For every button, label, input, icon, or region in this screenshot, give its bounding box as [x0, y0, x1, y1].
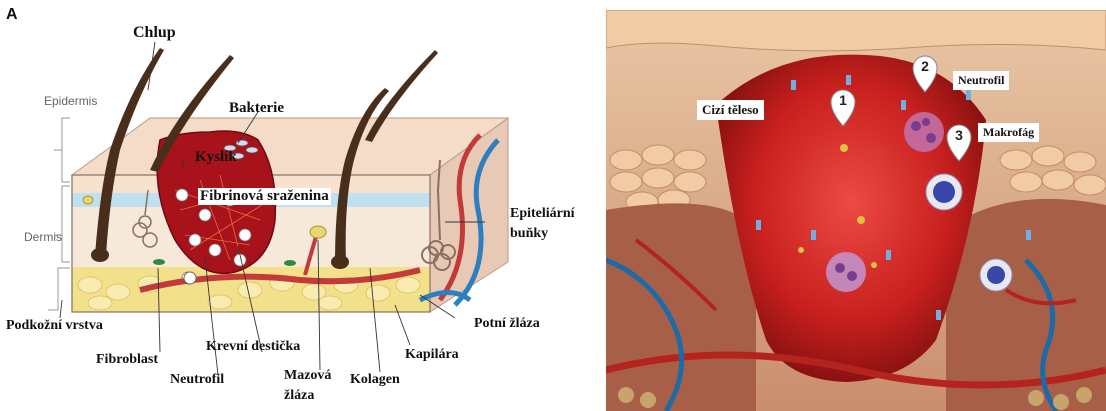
label-fibrinova-srazenina: Fibrinová sraženina — [198, 188, 331, 205]
fibroblast-cell — [153, 259, 165, 265]
macrophage — [926, 174, 962, 210]
label-bakterie: Bakterie — [229, 100, 284, 117]
label-neutrofil-a: Neutrofil — [170, 372, 224, 388]
wound-illustration-panel: Cizí těleso Neutrofil Makrofág 1 2 3 — [606, 10, 1106, 411]
macrophage-lower — [980, 259, 1012, 291]
label-krevni-desticka: Krevní destička — [206, 339, 300, 355]
label-bunky: buňky — [510, 226, 548, 242]
label-kolagen: Kolagen — [350, 372, 400, 388]
marker-number-3: 3 — [949, 125, 969, 147]
neutrophil-cluster — [904, 112, 944, 152]
label-zlaza: žláza — [284, 388, 314, 404]
callout-neutrofil: Neutrofil — [953, 71, 1009, 90]
callout-cizi-teleso: Cizí těleso — [697, 100, 764, 120]
panel-letter: A — [6, 6, 18, 24]
label-kyslik: Kyslík — [195, 149, 237, 166]
label-fibroblast: Fibroblast — [96, 352, 158, 368]
label-dermis: Dermis — [24, 230, 62, 244]
label-epidermis: Epidermis — [44, 94, 97, 108]
label-podkozni-vrstva: Podkožní vrstva — [6, 318, 103, 334]
label-potni-zlaza: Potní žláza — [474, 316, 540, 332]
wound-illustration — [606, 10, 1106, 411]
label-kapilara: Kapilára — [405, 347, 459, 363]
label-epitelialni: Epiteliární — [510, 206, 575, 222]
label-chlup: Chlup — [133, 24, 176, 42]
label-mazova: Mazová — [284, 368, 331, 384]
marker-number-2: 2 — [915, 56, 935, 78]
marker-number-1: 1 — [833, 90, 853, 112]
skin-cross-section-diagram: A Chlup Epidermis Dermis Bakterie Kyslík… — [0, 0, 600, 411]
sebaceous-gland — [310, 226, 326, 238]
layer-brackets — [48, 118, 70, 310]
callout-makrofag: Makrofág — [978, 123, 1039, 142]
neutrophil-lower — [826, 252, 866, 292]
